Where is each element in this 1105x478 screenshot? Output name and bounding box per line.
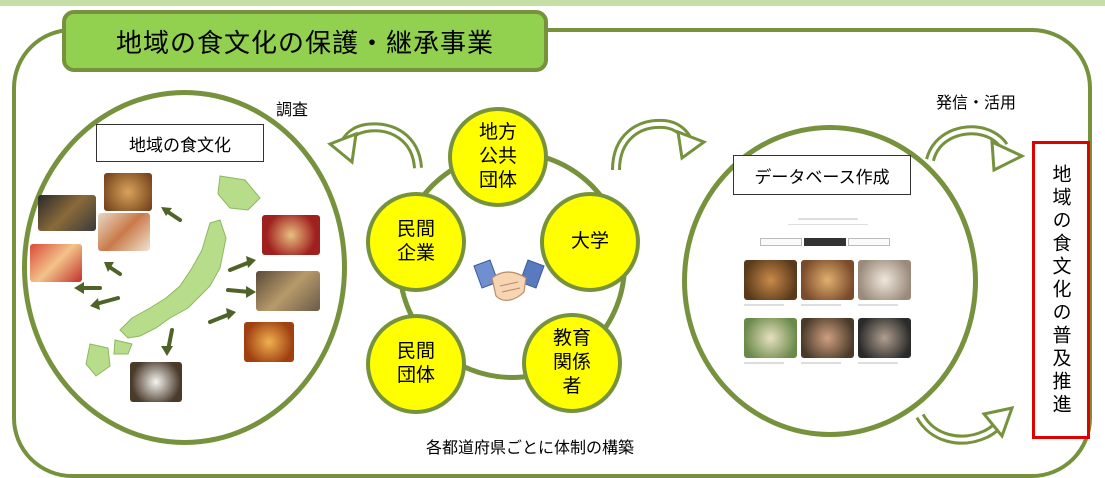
food-photo-kaiseki (98, 213, 150, 251)
publish-arrow-icon (611, 118, 708, 171)
node-private-organization: 民間 団体 (366, 314, 466, 414)
screenshot-caption-line (858, 304, 898, 306)
screenshot-caption-line (801, 362, 841, 364)
food-culture-label: 地域の食文化 (96, 124, 264, 162)
node-university: 大学 (540, 192, 640, 292)
food-photo-sushi (30, 244, 82, 282)
node-private-company-line-2: 企業 (396, 242, 435, 264)
screenshot-dish-3 (858, 260, 911, 300)
node-private-organization-line-2: 団体 (396, 364, 435, 386)
node-education-line-2: 関係 (552, 351, 591, 374)
screenshot-caption-line (744, 362, 784, 364)
node-education: 教育 関係 者 (522, 313, 622, 413)
food-photo-set-meal (38, 195, 96, 231)
screenshot-dish-1 (744, 260, 797, 300)
node-private-company: 民間 企業 (366, 192, 466, 292)
screenshot-dish-4 (744, 318, 797, 358)
screenshot-caption-line (858, 362, 898, 364)
screenshot-tab-2 (804, 238, 846, 246)
japan-map-icon (85, 175, 261, 377)
promotion-result-box: 地域の食文化の普及推進 (1032, 141, 1090, 439)
food-photo-nabe (104, 173, 152, 211)
survey-arrow-icon (327, 122, 423, 169)
node-university-line-1: 大学 (570, 230, 609, 253)
screenshot-tab-3 (848, 238, 890, 246)
screenshot-caption-line (744, 304, 784, 306)
node-local-government-line-2: 公共 (478, 145, 517, 168)
program-title: 地域の食文化の保護・継承事業 (62, 10, 548, 72)
node-local-government-line-3: 団体 (478, 168, 517, 191)
database-screenshot-icon (738, 210, 918, 380)
screenshot-header-line (798, 218, 858, 220)
handshake-icon (473, 259, 545, 301)
screenshot-subheader-line (788, 224, 868, 225)
node-local-government-line-1: 地方 (478, 121, 517, 144)
system-caption: 各都道府県ごとに体制の構築 (426, 438, 635, 457)
node-education-line-3: 者 (562, 374, 582, 397)
node-private-organization-line-1: 民間 (396, 340, 435, 363)
node-education-line-1: 教育 (552, 327, 591, 350)
screenshot-dish-5 (801, 318, 854, 358)
top-accent-bar (0, 0, 1105, 6)
distribution-arrows-icon (74, 207, 256, 356)
food-photo-tofu (244, 322, 294, 362)
food-photo-grilled-fish (256, 271, 320, 311)
screenshot-dish-6 (858, 318, 911, 358)
dissemination-arrow-top-icon (925, 125, 1026, 173)
database-label: データベース作成 (733, 155, 911, 195)
promotion-result-text: 地域の食文化の普及推進 (1049, 163, 1072, 417)
food-photo-sashimi (130, 362, 182, 402)
node-private-company-line-1: 民間 (396, 218, 435, 241)
screenshot-caption-line (801, 304, 841, 306)
dissemination-arrow-bottom-icon (915, 405, 1015, 445)
screenshot-dish-2 (801, 260, 854, 300)
dissemination-label: 発信・活用 (936, 93, 1017, 112)
survey-label: 調査 (276, 100, 309, 119)
screenshot-tab-1 (760, 238, 802, 246)
food-photo-simmered-dish (262, 215, 320, 255)
node-local-government: 地方 公共 団体 (448, 107, 548, 207)
